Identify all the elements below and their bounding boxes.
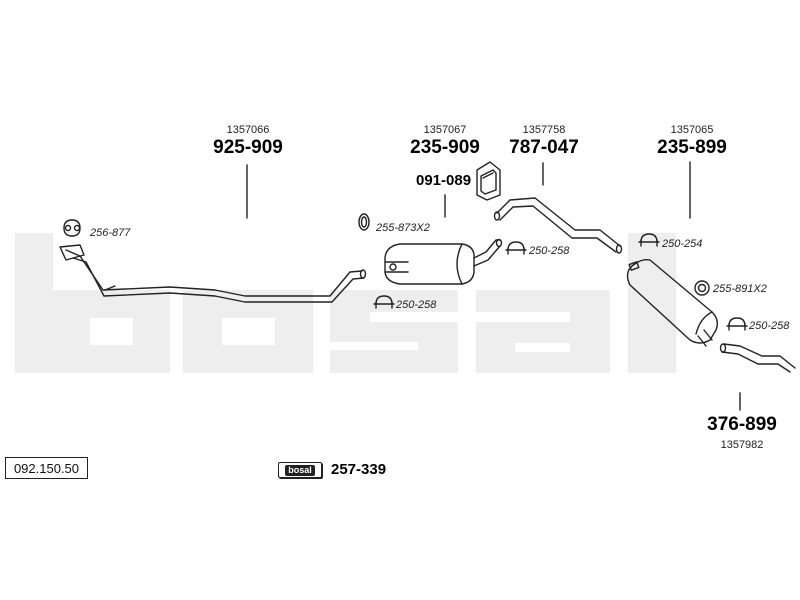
part-number: 925-909	[213, 137, 283, 158]
gasket-icon	[63, 219, 81, 237]
bracket-part-number: 091-089	[416, 172, 472, 189]
part-number: 787-047	[509, 137, 579, 158]
fitting-code: 255-873X2	[376, 222, 430, 234]
rear-silencer	[626, 258, 719, 347]
oe-number: 1357067	[423, 124, 467, 136]
oe-number: 1357066	[226, 124, 270, 136]
centre-silencer	[384, 238, 503, 285]
bosal-logo-badge: bosal	[278, 462, 322, 478]
fitting-code: 250-258	[529, 245, 570, 257]
intermediate-pipe	[493, 197, 623, 254]
fitting-code: 256-877	[90, 227, 131, 239]
oe-number: 1357758	[522, 124, 566, 136]
logo-part-number: 257-339	[331, 461, 387, 478]
fitting-code: 250-258	[749, 320, 790, 332]
mounting-bracket	[476, 161, 501, 201]
rubber-ring-icon	[694, 280, 710, 296]
front-pipe	[59, 244, 367, 303]
part-number: 376-899	[707, 414, 777, 435]
clamp-icon	[505, 241, 527, 255]
part-number: 235-899	[657, 137, 727, 158]
part-number: 235-909	[410, 137, 480, 158]
clamp-icon	[638, 233, 660, 247]
oe-number: 1357982	[720, 439, 764, 451]
oe-number: 1357065	[670, 124, 714, 136]
fitting-code: 250-254	[662, 238, 703, 250]
clamp-icon	[726, 317, 748, 331]
rubber-ring-icon	[358, 213, 370, 231]
badge-text: bosal	[285, 464, 315, 476]
catalog-number: 092.150.50	[5, 457, 88, 479]
fitting-code: 255-891X2	[713, 283, 767, 295]
clamp-icon	[373, 295, 395, 309]
tail-pipe	[719, 343, 796, 373]
fitting-code: 250-258	[396, 299, 437, 311]
